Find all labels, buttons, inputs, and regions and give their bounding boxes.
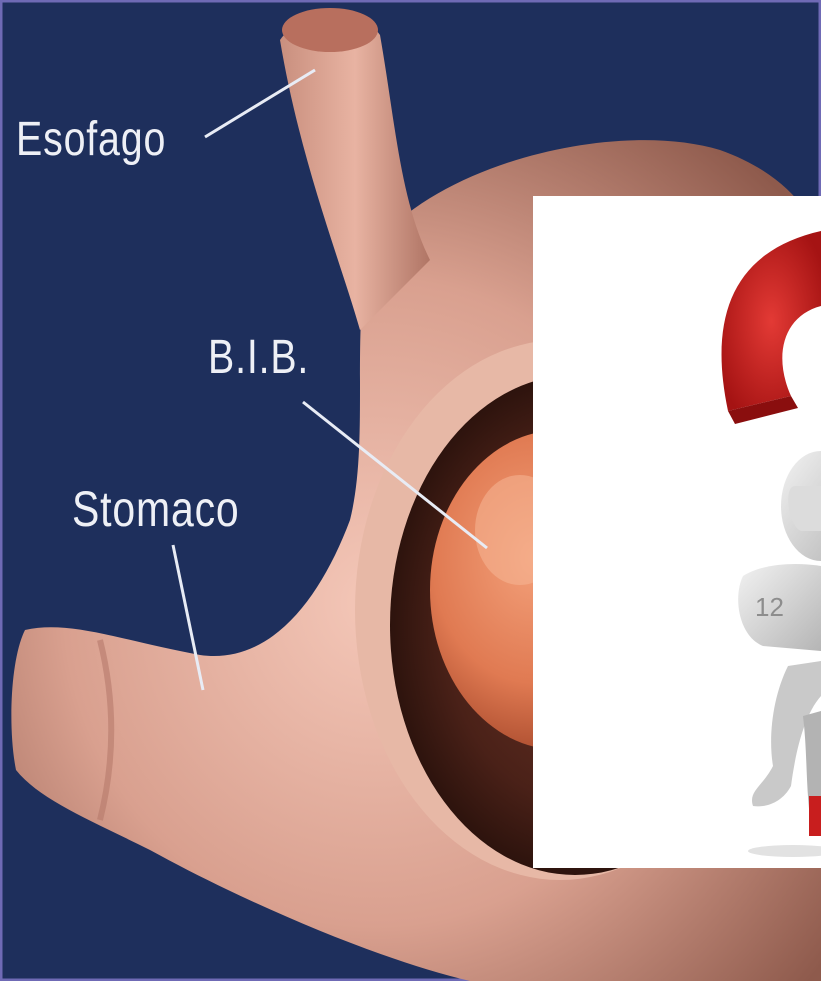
overlay-art: 12 [533, 196, 821, 868]
label-stomaco: Stomaco [72, 480, 240, 538]
question-mark-icon [722, 231, 821, 424]
figure-partial-text: 12 [755, 592, 784, 622]
label-bib: B.I.B. [208, 330, 309, 385]
label-esofago: Esofago [16, 112, 166, 167]
esophagus-opening [282, 8, 378, 52]
overlay-image-panel: 12 [533, 196, 821, 868]
thinking-figure-icon [738, 451, 821, 857]
